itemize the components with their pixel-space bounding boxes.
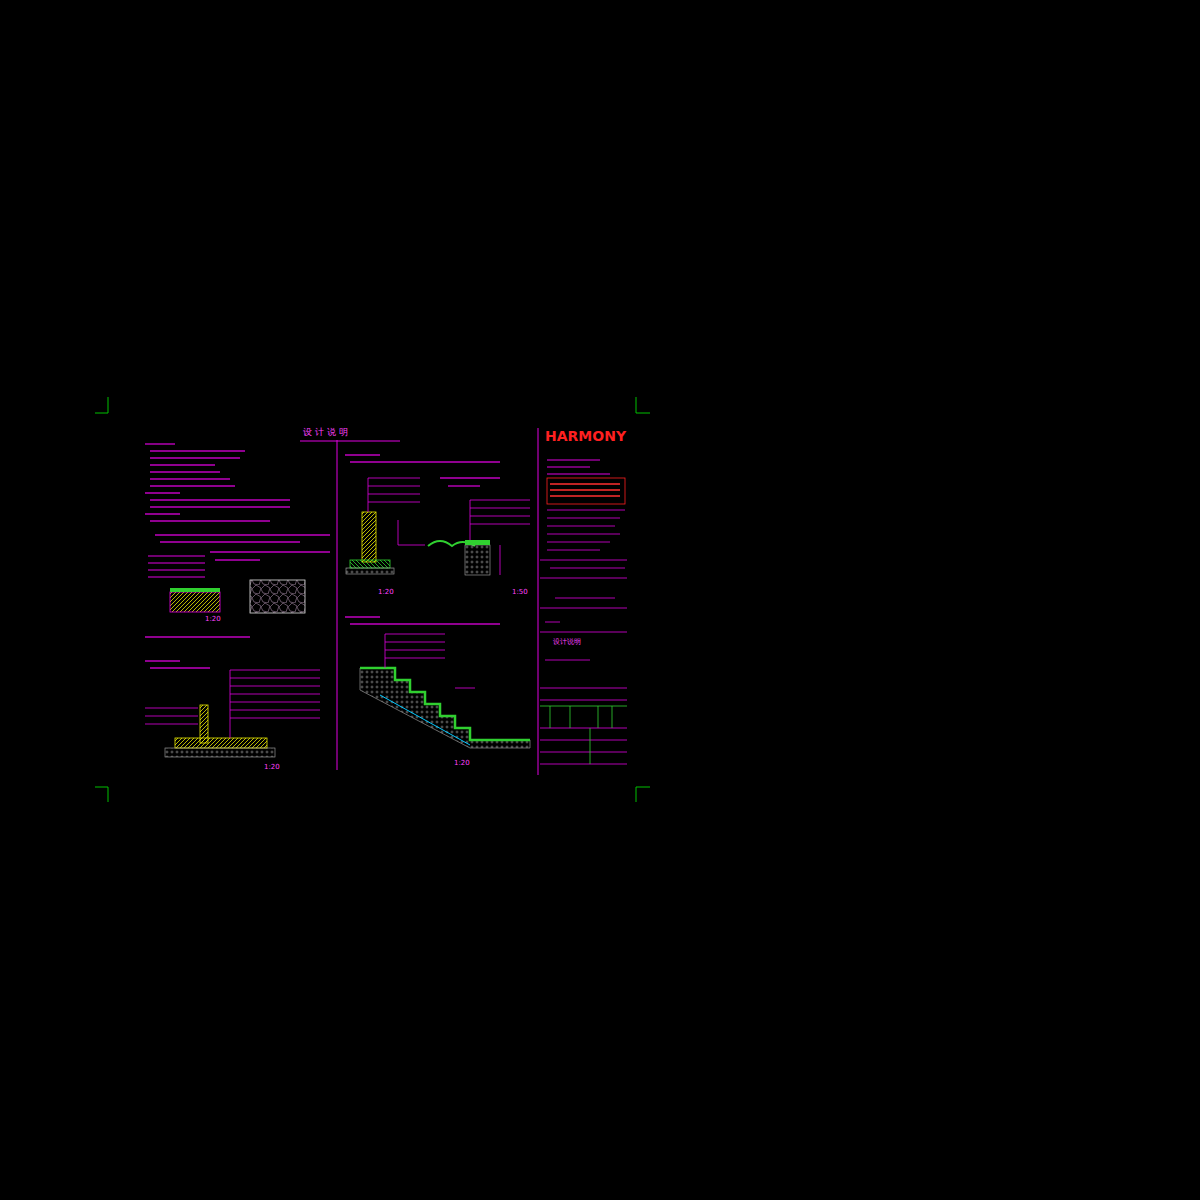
frame-lines bbox=[300, 428, 538, 775]
scale-label: 1:20 bbox=[205, 616, 221, 624]
scale-label: 1:20 bbox=[454, 760, 470, 768]
stair-detail bbox=[360, 634, 530, 748]
retaining-wall-detail bbox=[346, 478, 425, 574]
sheet-title: 设 计 说 明 bbox=[303, 428, 348, 438]
scale-label: 1:50 bbox=[512, 589, 528, 597]
company-logo: HARMONY bbox=[545, 429, 626, 444]
title-block bbox=[540, 460, 627, 764]
planting-detail bbox=[148, 556, 305, 613]
crop-marks bbox=[95, 397, 650, 802]
scale-label: 1:20 bbox=[378, 589, 394, 597]
wall-detail bbox=[145, 670, 320, 757]
scale-label: 1:20 bbox=[264, 764, 280, 772]
note-lines bbox=[145, 444, 500, 668]
planter-detail bbox=[428, 500, 530, 575]
drawing-name: 设计说明 bbox=[553, 639, 581, 647]
